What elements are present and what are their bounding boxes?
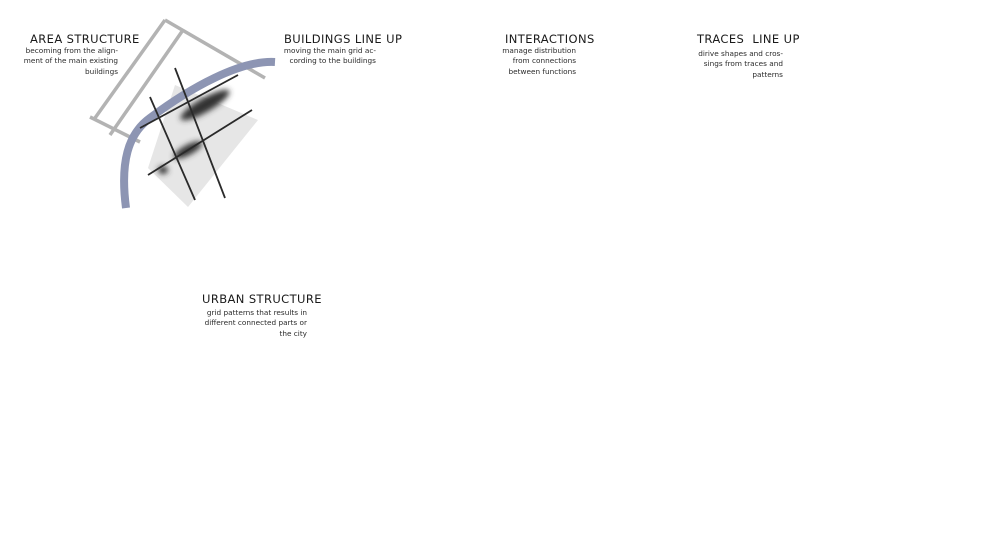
main-grid xyxy=(139,67,253,201)
panel-2-description: moving the main grid ac- cording to the … xyxy=(283,46,376,66)
panel-area-structure xyxy=(89,18,276,209)
panel-3-description: manage distribution from connections bet… xyxy=(502,46,576,76)
panel-5-title: URBAN STRUCTURE xyxy=(202,292,322,306)
panel-4-title: TRACES LINE UP xyxy=(697,32,800,46)
area-shape xyxy=(148,85,258,207)
panel-3-title: INTERACTIONS xyxy=(505,32,595,46)
river xyxy=(120,57,276,209)
panel-5-description: grid patterns that results in different … xyxy=(204,308,307,338)
panel-1-title: AREA STRUCTURE xyxy=(30,32,140,46)
panel-4-description: dirive shapes and cros- sings from trace… xyxy=(698,49,783,79)
panel-2-title: BUILDINGS LINE UP xyxy=(284,32,403,46)
panel-1-description: becoming from the align- ment of the mai… xyxy=(23,46,118,76)
